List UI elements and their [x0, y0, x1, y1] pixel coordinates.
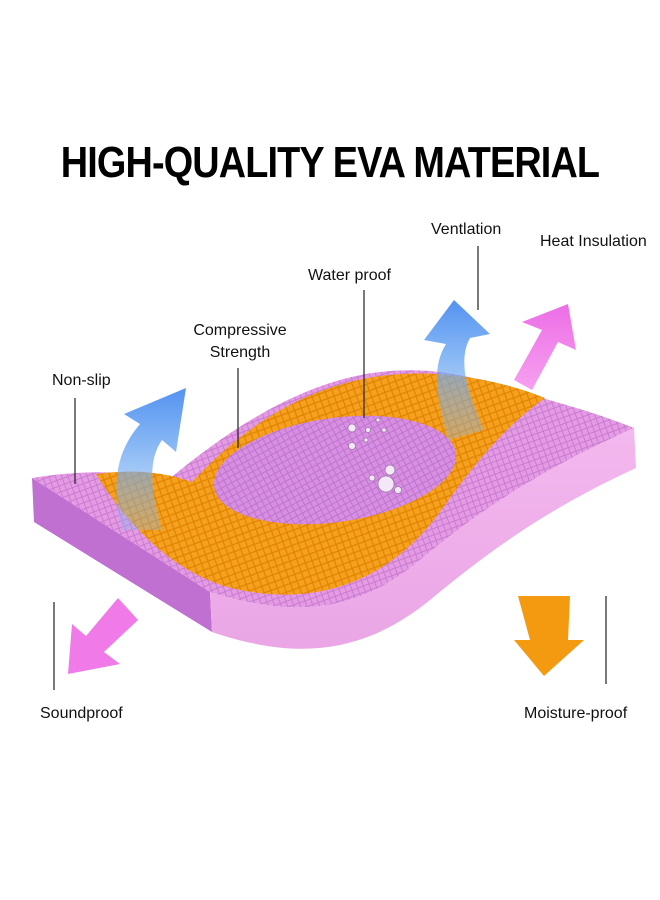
ventilation-arrow-icon: [424, 300, 490, 440]
label-heat-insulation: Heat Insulation: [540, 233, 647, 250]
water-droplets: [347, 417, 402, 494]
label-non-slip: Non-slip: [52, 372, 111, 389]
up-arrow-icon: [514, 304, 576, 390]
curved-up-arrow-icon: [116, 388, 186, 530]
label-compressive-strength: Compressive Strength: [188, 320, 292, 364]
page-title: HIGH-QUALITY EVA MATERIAL: [60, 138, 600, 187]
down-left-arrow-icon: [68, 598, 138, 674]
label-ventilation: Ventlation: [431, 221, 502, 238]
center-ellipse: [213, 415, 457, 525]
leader-lines: [53, 246, 607, 690]
label-compressive-line1: Compressive: [193, 322, 287, 339]
foam-left-side: [32, 478, 212, 632]
label-compressive-line2: Strength: [209, 344, 271, 361]
foam-front-side: [210, 428, 636, 649]
label-water-proof: Water proof: [308, 267, 391, 284]
label-moisture-proof: Moisture-proof: [524, 705, 628, 722]
label-soundproof: Soundproof: [40, 705, 123, 722]
down-arrow-icon: [514, 596, 584, 676]
